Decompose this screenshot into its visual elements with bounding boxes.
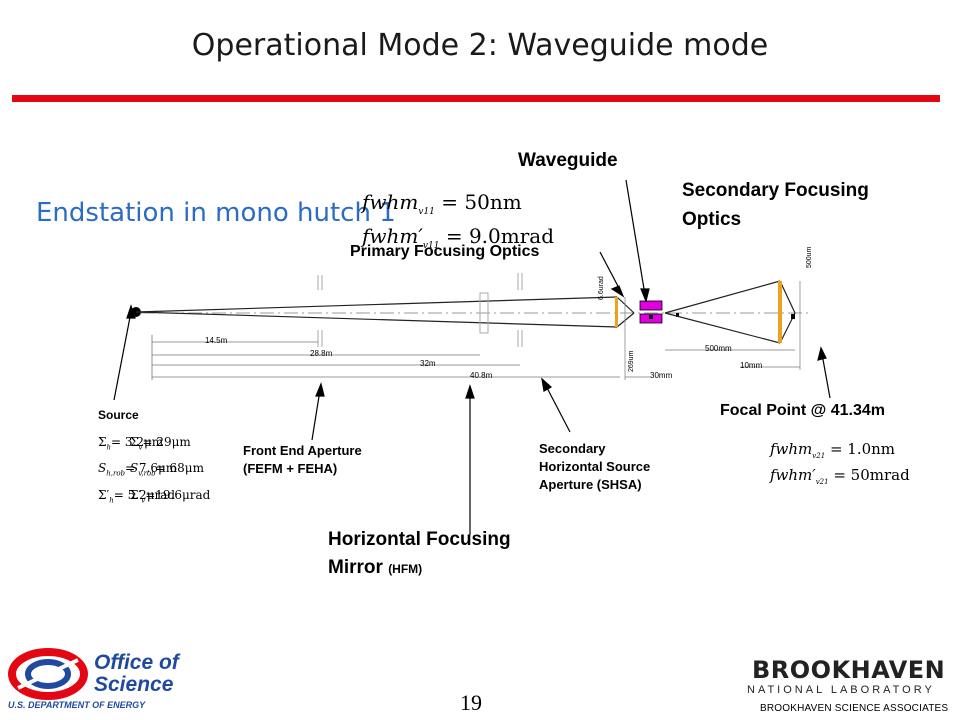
equation-fwhm-focal: fwhmv21 = 1.0nm [770,440,896,460]
beam-edge-upper [135,296,618,313]
dim-269um: 269um [628,350,635,372]
callout-arrows [113,179,831,535]
focal-point-marker [791,314,795,319]
dim-40-8m: 40.8m [470,371,493,380]
office-of-science-logo-icon [8,648,88,700]
dim-30mm: 30mm [650,371,673,380]
label-source: Source [98,408,139,422]
equation-fwhm-top: fwhmv11 = 50nm [362,190,522,217]
office-of-science-text: Office of Science [94,651,179,696]
equation-fwhm-prime-focal: fwhm′v21 = 50mrad [770,466,910,486]
label-secondary-focusing: Secondary Focusing Optics [682,180,869,230]
dim-14-5m: 14.5m [205,336,228,345]
source-parameters-vertical: Σv= 29μm Sv,rob= 68μm Σ′v=19.6μrad [130,435,211,505]
dim-32m: 32m [420,359,436,368]
dim-28-8m: 28.8m [310,349,333,358]
hfm-aperture [479,292,489,334]
dim-angle: 6.6urad [598,276,605,300]
equation-fwhm-prime-top: fwhm′v11 = 9.0mrad [362,224,555,251]
slide-subtitle: Endstation in mono hutch 1 [36,198,396,228]
label-hfm: Horizontal Focusing Mirror (HFM) [328,529,511,578]
label-front-end-aperture: Front End Aperture(FEFM + FEHA) [243,443,362,476]
label-focal-point: Focal Point @ 41.34m [720,402,885,419]
title-underline [12,95,940,102]
primary-focusing-mirror [615,297,618,327]
shsa-aperture [517,273,523,347]
dim-10mm: 10mm [740,361,763,370]
science-associates-text: BROOKHAVEN SCIENCE ASSOCIATES [760,703,949,714]
beam-edge-lower [135,311,618,328]
brookhaven-logo-text: BROOKHAVEN [752,656,946,684]
source-parameters: Σh= 3.2μm Sh,rob= 7.6μm Σ′h= 5.2μrad [98,435,178,505]
slide-title: Operational Mode 2: Waveguide mode [191,28,769,63]
doe-text: U.S. DEPARTMENT OF ENERGY [8,700,146,710]
secondary-focusing-mirror [778,281,782,343]
waveguide-upper [639,300,663,311]
label-waveguide: Waveguide [518,150,618,171]
dimension-lines [151,335,800,380]
page-number: 19 [460,690,482,715]
dim-500mm: 500mm [705,344,732,353]
front-end-aperture [317,275,323,347]
dim-500um: 500um [806,246,813,268]
label-primary-focusing: Primary Focusing Optics [350,243,540,260]
national-laboratory-text: NATIONAL LABORATORY [747,684,935,696]
